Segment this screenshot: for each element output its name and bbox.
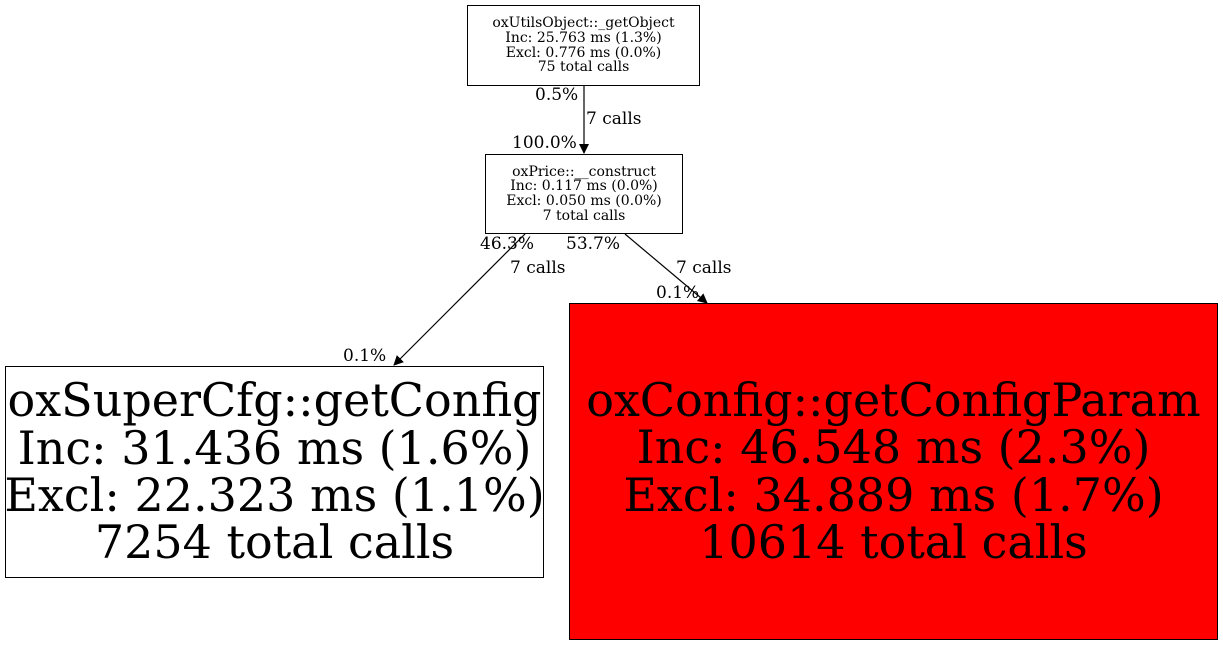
edge-construct-to-getconfig (393, 233, 526, 366)
node-construct-inc: Inc: 0.117 ms (0.0%) (510, 178, 658, 195)
node-getobject-calls: 75 total calls (537, 59, 630, 76)
node-getobject-inc: Inc: 25.763 ms (1.3%) (505, 29, 662, 46)
node-getconfigparam-inc: Inc: 46.548 ms (2.3%) (636, 420, 1151, 475)
node-getobject-excl: Excl: 0.776 ms (0.0%) (505, 44, 662, 61)
edge-construct-to-getconfigparam (624, 233, 708, 304)
node-getconfig-calls: 7254 total calls (94, 515, 455, 570)
edge-getconfigparam-calls: 7 calls (676, 258, 732, 278)
edge-getconfig-calls: 7 calls (510, 258, 566, 278)
node-getobject-name: oxUtilsObject::_getObject (492, 15, 675, 32)
node-getobject[interactable]: oxUtilsObject::_getObject Inc: 25.763 ms… (467, 5, 700, 86)
edge-construct-dst-pct: 100.0% (512, 133, 577, 153)
node-getconfigparam-name: oxConfig::getConfigParam (586, 372, 1201, 427)
node-construct-calls: 7 total calls (542, 207, 626, 224)
node-getconfigparam-calls: 10614 total calls (699, 514, 1088, 569)
node-construct-excl: Excl: 0.050 ms (0.0%) (506, 193, 662, 209)
node-getconfigparam[interactable]: oxConfig::getConfigParam Inc: 46.548 ms … (569, 303, 1218, 640)
node-getconfig[interactable]: oxSuperCfg::getConfig Inc: 31.436 ms (1.… (4, 366, 545, 578)
edge-getobject-calls: 7 calls (586, 109, 642, 129)
node-getconfigparam-excl: Excl: 34.889 ms (1.7%) (623, 467, 1164, 522)
edge-getconfig-src-pct: 46.3% (480, 234, 535, 254)
edge-getconfigparam-src-pct: 53.7% (566, 234, 621, 254)
edge-getobject-src-pct: 0.5% (535, 85, 579, 105)
node-construct[interactable]: oxPrice::__construct Inc: 0.117 ms (0.0%… (485, 154, 683, 234)
edge-getconfig-dst-pct: 0.1% (343, 346, 387, 366)
node-getconfig-inc: Inc: 31.436 ms (1.6%) (17, 420, 532, 475)
node-getconfig-excl: Excl: 22.323 ms (1.1%) (4, 468, 545, 522)
node-construct-name: oxPrice::__construct (512, 163, 656, 180)
edge-getconfigparam-dst-pct: 0.1% (656, 283, 700, 303)
node-getconfig-name: oxSuperCfg::getConfig (7, 373, 542, 428)
